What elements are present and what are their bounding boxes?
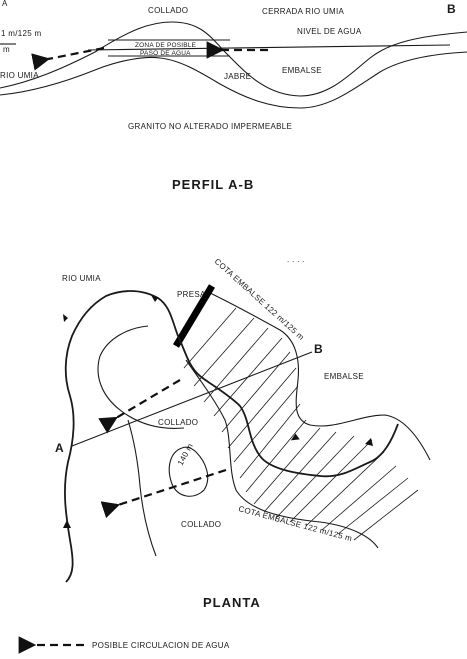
profile-section: A B COLLADO CERRADA RIO UMIA NIVEL DE AG… [0, 0, 467, 192]
plan-dam [172, 284, 216, 348]
plan-collado-contour-2 [127, 419, 157, 557]
profile-zona-line2: PASO DE AGUA [140, 50, 191, 57]
profile-embalse-label: EMBALSE [282, 66, 322, 75]
plan-flow-arrow-1 [98, 379, 181, 434]
plan-reservoir-hatch [183, 307, 419, 541]
plan-reservoir-boundary-inner [185, 359, 379, 549]
plan-river-arrow-1 [63, 314, 68, 322]
profile-m-label: m [3, 45, 10, 54]
profile-corner-a: A [2, 0, 8, 8]
plan-river-arrow-4 [63, 520, 71, 528]
profile-water-level [87, 44, 451, 51]
plan-title: PLANTA [203, 595, 261, 610]
plan-flow-arrow-2 [100, 468, 227, 519]
plan-small-arrow [290, 433, 300, 441]
plan-hill-140 [168, 446, 209, 497]
profile-corner-b: B [447, 2, 456, 16]
profile-zona-line1: ZONA DE POSIBLE [135, 42, 197, 49]
plan-point-b: B [314, 342, 323, 356]
plan-reservoir-boundary-outer [207, 291, 431, 461]
profile-cerrada-label: CERRADA RIO UMIA [262, 7, 345, 16]
plan-river-arrow-2 [151, 295, 158, 302]
plan-presa-label: PRESA [177, 290, 206, 299]
plan-river [64, 290, 399, 583]
plan-collado-label-1: COLLADO [158, 418, 198, 427]
plan-cota-top-label: COTA EMBALSE 122 m/125 m [213, 257, 306, 342]
profile-collado-label: COLLADO [148, 6, 188, 15]
plan-point-a: A [55, 441, 64, 455]
legend: POSIBLE CIRCULACION DE AGUA [18, 636, 230, 654]
plan-collado-label-2: COLLADO [181, 520, 221, 529]
plan-collado-contour-1 [97, 325, 185, 429]
legend-text: POSIBLE CIRCULACION DE AGUA [92, 641, 230, 650]
profile-rio-umia-label: RIO UMIA [0, 71, 39, 80]
profile-nivel-agua-label: NIVEL DE AGUA [297, 27, 362, 36]
plan-section: . . . . RIO UMIA PRESA COTA EMBALSE 122 … [55, 255, 431, 610]
profile-flow-arrow-left [31, 46, 105, 71]
plan-elev-140-label: 140 m [176, 442, 195, 467]
profile-cota-label: 1 m/125 m [1, 29, 42, 38]
plan-cota-bottom-label: COTA EMBALSE 122 m/125 m [237, 504, 353, 543]
profile-jabre-label: JABRE [224, 72, 251, 81]
plan-rio-umia-label: RIO UMIA [62, 274, 101, 283]
plan-embalse-label: EMBALSE [324, 372, 364, 381]
profile-ground-surface [0, 21, 467, 97]
plan-river-arrow-3 [365, 438, 373, 446]
profile-jabre-boundary [0, 51, 467, 109]
plan-dots: . . . . [287, 255, 305, 264]
profile-granito-label: GRANITO NO ALTERADO IMPERMEABLE [128, 122, 292, 131]
profile-title: PERFIL A-B [172, 177, 254, 192]
